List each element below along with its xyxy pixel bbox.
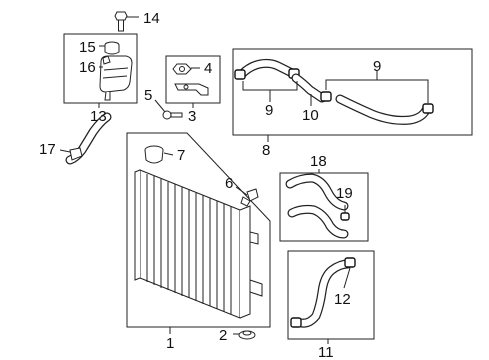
leader-9-left [242, 81, 298, 102]
callout-14: 14 [143, 10, 160, 27]
hose-clamp-9-right-a [320, 91, 332, 102]
clamp-19-part [340, 212, 350, 221]
leader-9-right [325, 70, 429, 103]
reservoir-cap-15-part [104, 41, 120, 55]
pipe-10-part [291, 73, 327, 103]
hose-clamp-9-left [234, 69, 246, 80]
callout-9-left: 9 [265, 102, 273, 119]
bolt-14-part [114, 11, 128, 32]
grommet-2-part [238, 330, 256, 340]
callout-16: 16 [79, 59, 96, 76]
callout-1: 1 [166, 335, 174, 352]
upper-hose-right-part [335, 94, 431, 125]
leader-7 [163, 152, 174, 156]
reservoir-tank-16-part [99, 55, 133, 101]
callout-15: 15 [79, 39, 96, 56]
clip-6-part [240, 188, 259, 207]
callout-18: 18 [310, 153, 327, 170]
radiator-1-part [134, 169, 263, 319]
upper-hose-left-part [237, 58, 299, 79]
callout-10: 10 [302, 107, 319, 124]
leader-6 [235, 186, 248, 196]
callout-12: 12 [334, 291, 351, 308]
hose-18-lower-part [287, 204, 349, 239]
radiator-cap-7-part [144, 145, 164, 164]
leader-12 [343, 267, 351, 289]
callout-6: 6 [225, 175, 233, 192]
hose-set-group-box [279, 172, 369, 242]
overflow-hose-17-part [65, 112, 112, 165]
callout-19: 19 [336, 185, 353, 202]
callout-2: 2 [219, 327, 227, 344]
leader-17 [59, 149, 71, 153]
radiator-group-box [126, 132, 271, 328]
clamp-12-upper [344, 257, 356, 268]
leader-5 [154, 99, 166, 113]
callout-13: 13 [90, 108, 107, 125]
callout-8: 8 [262, 142, 270, 159]
lower-hose-group-box [287, 250, 375, 340]
callout-11: 11 [318, 344, 334, 360]
nut-4-part [172, 63, 192, 75]
callout-17: 17 [39, 141, 56, 158]
upper-hose-group-box [232, 48, 473, 136]
callout-7: 7 [177, 147, 185, 164]
clamp-12-lower [290, 317, 302, 328]
callout-9-right: 9 [373, 58, 381, 75]
screw-5-part [162, 110, 183, 120]
reservoir-group-box [63, 33, 138, 104]
callout-5: 5 [144, 87, 152, 104]
hose-18-upper-part [285, 173, 349, 211]
callout-4: 4 [204, 60, 212, 77]
callout-3: 3 [188, 108, 196, 125]
lower-hose-11-part [293, 259, 353, 328]
hose-clamp-9-right-b [422, 103, 434, 114]
bracket-3-part [174, 83, 209, 96]
